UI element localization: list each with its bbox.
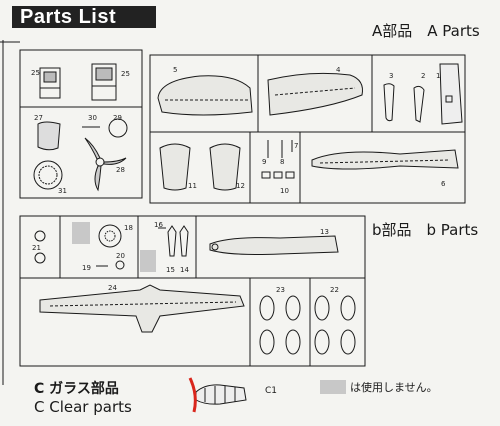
pn-15: 15 — [166, 266, 175, 274]
pn-23: 23 — [276, 286, 285, 294]
part-3 — [383, 83, 395, 122]
part-29 — [108, 118, 128, 138]
pn-20: 20 — [116, 252, 125, 260]
part-12 — [209, 143, 241, 191]
pn-27: 27 — [34, 114, 43, 122]
pn-25: 25 — [121, 70, 130, 78]
part-18 — [98, 224, 122, 248]
part-10 — [261, 171, 295, 179]
part-26 — [39, 67, 61, 99]
pn-11: 11 — [188, 182, 197, 190]
pn-9: 9 — [262, 158, 266, 166]
pn-19: 19 — [82, 264, 91, 272]
highlight-mark — [188, 377, 197, 413]
part-21 — [34, 230, 46, 264]
part-14-15-16 — [158, 225, 189, 257]
pn-31: 31 — [58, 187, 67, 195]
pn-6: 6 — [441, 180, 446, 188]
pn-26: 25 — [31, 69, 40, 77]
pn-24: 24 — [108, 284, 117, 292]
sprue-a-label: A部品 A Parts — [372, 22, 480, 40]
part-4 — [267, 72, 363, 116]
pn-8: 8 — [280, 158, 284, 166]
part-7-8-9 — [267, 140, 293, 158]
clear-parts-label-en: C Clear parts — [34, 398, 132, 416]
unused-legend-text: は使用しません。 — [350, 381, 438, 394]
pn-21: 21 — [32, 244, 41, 252]
pn-13: 13 — [320, 228, 329, 236]
pn-16: 16 — [154, 221, 163, 229]
parts-list-title: Parts List — [12, 6, 156, 28]
pn-12: 12 — [236, 182, 245, 190]
clear-parts-label-jp: C ガラス部品 — [34, 381, 119, 397]
part-13 — [209, 235, 339, 255]
pn-5: 5 — [173, 66, 177, 74]
sprue-b-label: b部品 b Parts — [372, 221, 479, 239]
part-5 — [157, 75, 253, 116]
pn-28: 28 — [116, 166, 125, 174]
part-6 — [311, 149, 459, 170]
clear-part-number: C1 — [265, 386, 278, 396]
part-22 — [314, 295, 356, 355]
part-1 — [439, 63, 463, 125]
pn-10: 10 — [280, 187, 289, 195]
part-23 — [259, 295, 301, 355]
unused-legend-swatch — [320, 380, 346, 394]
clear-part-c1 — [188, 377, 247, 413]
pn-3: 3 — [389, 72, 393, 80]
part-27 — [37, 121, 61, 151]
part-11 — [159, 143, 191, 191]
sprue-b-frame — [19, 215, 366, 367]
part-31 — [33, 160, 63, 190]
part-20 — [115, 260, 125, 270]
part-2 — [413, 85, 425, 123]
pn-18: 18 — [124, 224, 133, 232]
sprue-a-frame — [0, 40, 466, 385]
part-28 — [84, 137, 127, 192]
pn-14: 14 — [180, 266, 189, 274]
part-24 — [39, 284, 245, 333]
pn-1: 1 — [436, 72, 440, 80]
part-25 — [91, 63, 117, 101]
pn-4: 4 — [336, 66, 341, 74]
pn-22: 22 — [330, 286, 339, 294]
pn-7: 7 — [294, 142, 298, 150]
pn-29: 29 — [113, 114, 122, 122]
unused-block-2 — [140, 250, 156, 272]
unused-block-1 — [72, 222, 90, 244]
pn-30: 30 — [88, 114, 97, 122]
pn-2: 2 — [421, 72, 425, 80]
